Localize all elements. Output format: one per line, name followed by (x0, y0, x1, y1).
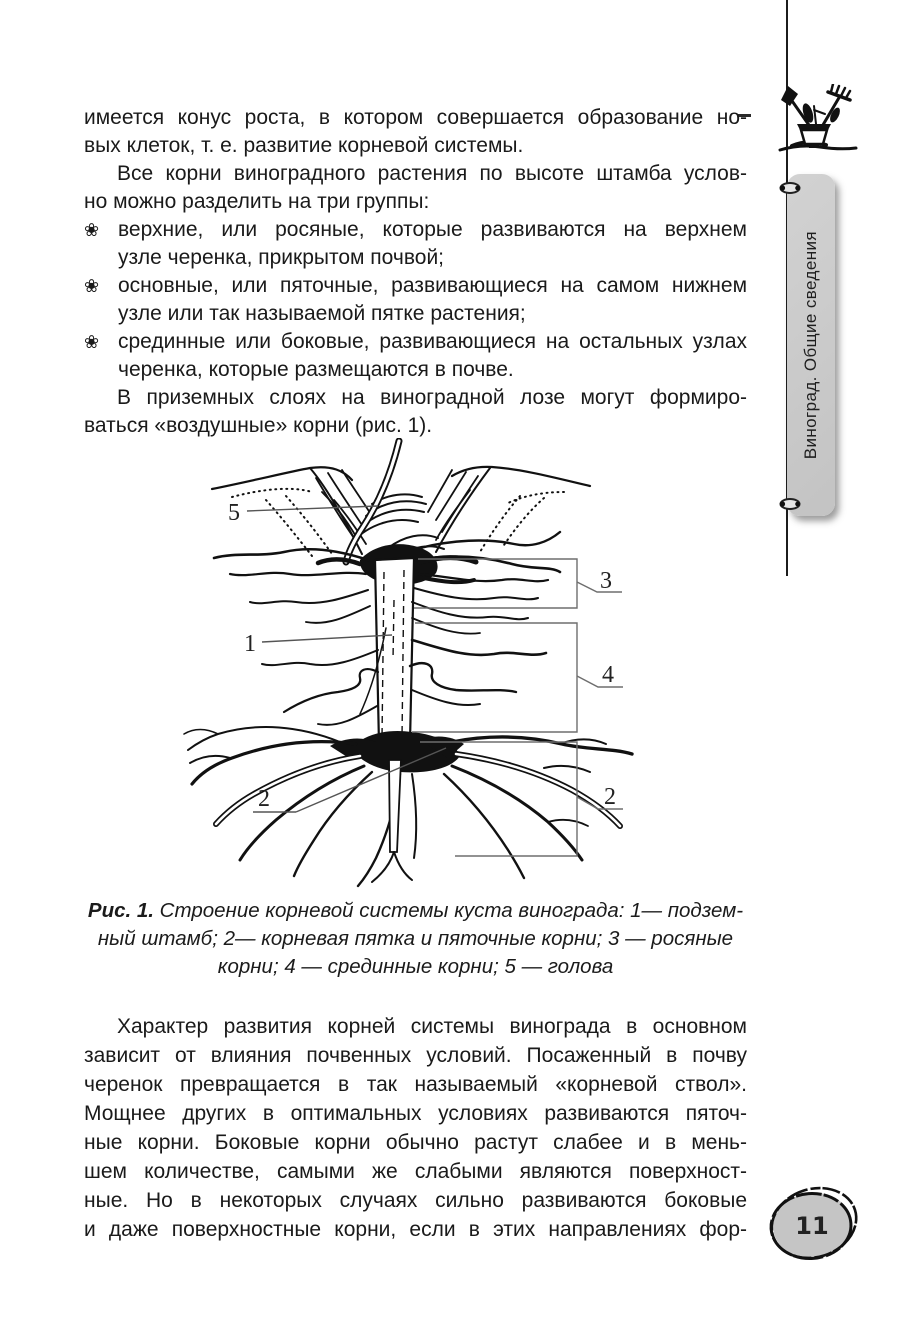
caption-figure-number: Рис. 1. (87, 899, 154, 922)
figure-label-4: 4 (602, 662, 614, 688)
list-item: ❀ верхние, или росяные, которые развиваю… (84, 216, 747, 272)
figure-label-3: 3 (600, 568, 612, 594)
chapter-tab: Виноград. Общие сведения (787, 174, 835, 516)
ground-surface (210, 465, 592, 557)
text-line: зависит от влияния почвенных условий. По… (84, 1044, 747, 1067)
figure-numerals: 5 1 2 3 4 2 (228, 500, 616, 812)
figure-label-2: 2 (604, 784, 616, 810)
caption-line: ный штамб; 2— корневая пятка и пяточные … (97, 927, 734, 950)
text-line: узле черенка, прикрытом почвой; (118, 246, 445, 269)
trunk (373, 556, 416, 746)
text-line: ные. Но в некоторых случаях сильно разви… (84, 1189, 747, 1212)
florette-bullet-icon: ❀ (84, 332, 100, 353)
text-line: имеется конус роста, в котором совершает… (84, 106, 747, 129)
text-line: черенка, которые размещаются в почве. (118, 358, 514, 381)
root-system-figure: 5 1 2 3 4 2 (183, 438, 634, 888)
chapter-tab-label: Виноград. Общие сведения (801, 230, 820, 460)
text-line: срединные или боковые, развивающиеся на … (118, 330, 747, 353)
figure-label-5: 5 (228, 500, 240, 526)
text-line: узле или так называемой пятке растения; (118, 302, 526, 325)
text-line: верхние, или росяные, которые развиваютс… (118, 218, 747, 241)
page-number: 11 (795, 1212, 828, 1240)
caption-line: корни; 4 — срединные корни; 5 — голова (217, 955, 614, 978)
paragraph: Все корни виноградного растения по высот… (84, 160, 747, 216)
caption-line: Рис. 1. Строение корневой системы куста … (84, 897, 747, 925)
figure-caption: Рис. 1. Строение корневой системы куста … (84, 897, 747, 981)
text-line: шем количестве, самыми же слабыми являют… (84, 1160, 747, 1183)
middle-roots (261, 627, 548, 726)
body-text-lower: Характер развития корней системы виногра… (84, 1012, 747, 1244)
figure-label-2-left: 2 (258, 786, 270, 812)
text-line: но можно разделить на три группы: (84, 190, 430, 213)
paragraph: имеется конус роста, в котором совершает… (84, 104, 747, 160)
rivet-icon (779, 182, 801, 194)
text-line: ваться «воздушные» корни (рис. 1). (84, 414, 433, 437)
page-number-badge: 11 (769, 1186, 858, 1261)
list-item: ❀ основные, или пяточные, развивающиеся … (84, 272, 747, 328)
figure-label-1: 1 (244, 631, 256, 657)
paragraph: В приземных слоях на виноградной лозе мо… (84, 384, 747, 440)
dew-roots (212, 530, 562, 635)
florette-bullet-icon: ❀ (84, 220, 100, 241)
list-item: ❀ срединные или боковые, развивающиеся н… (84, 328, 747, 384)
body-text-upper: имеется конус роста, в котором совершает… (84, 104, 747, 440)
rivet-icon (779, 498, 801, 510)
text-line: Характер развития корней системы виногра… (117, 1015, 747, 1038)
florette-bullet-icon: ❀ (84, 276, 100, 297)
figure-callouts (246, 505, 623, 857)
text-line: и даже поверхностные корни, если в этих … (84, 1218, 747, 1241)
text-line: В приземных слоях на виноградной лозе мо… (117, 386, 747, 409)
caption-text: Строение корневой системы куста виноград… (153, 899, 744, 922)
heel-roots (183, 726, 634, 888)
text-line: Мощнее других в оптимальных условиях раз… (84, 1102, 747, 1125)
text-line: вых клеток, т. е. развитие корневой сист… (84, 134, 524, 157)
text-line: ные корни. Боковые корни обычно растут с… (84, 1131, 747, 1154)
text-line: черенок превращается в так называемый «к… (84, 1073, 747, 1096)
garden-tools-icon (778, 84, 858, 152)
text-line: Все корни виноградного растения по высот… (117, 162, 747, 185)
margin-tick-mark (738, 114, 751, 117)
text-line: основные, или пяточные, развивающиеся на… (118, 274, 747, 297)
